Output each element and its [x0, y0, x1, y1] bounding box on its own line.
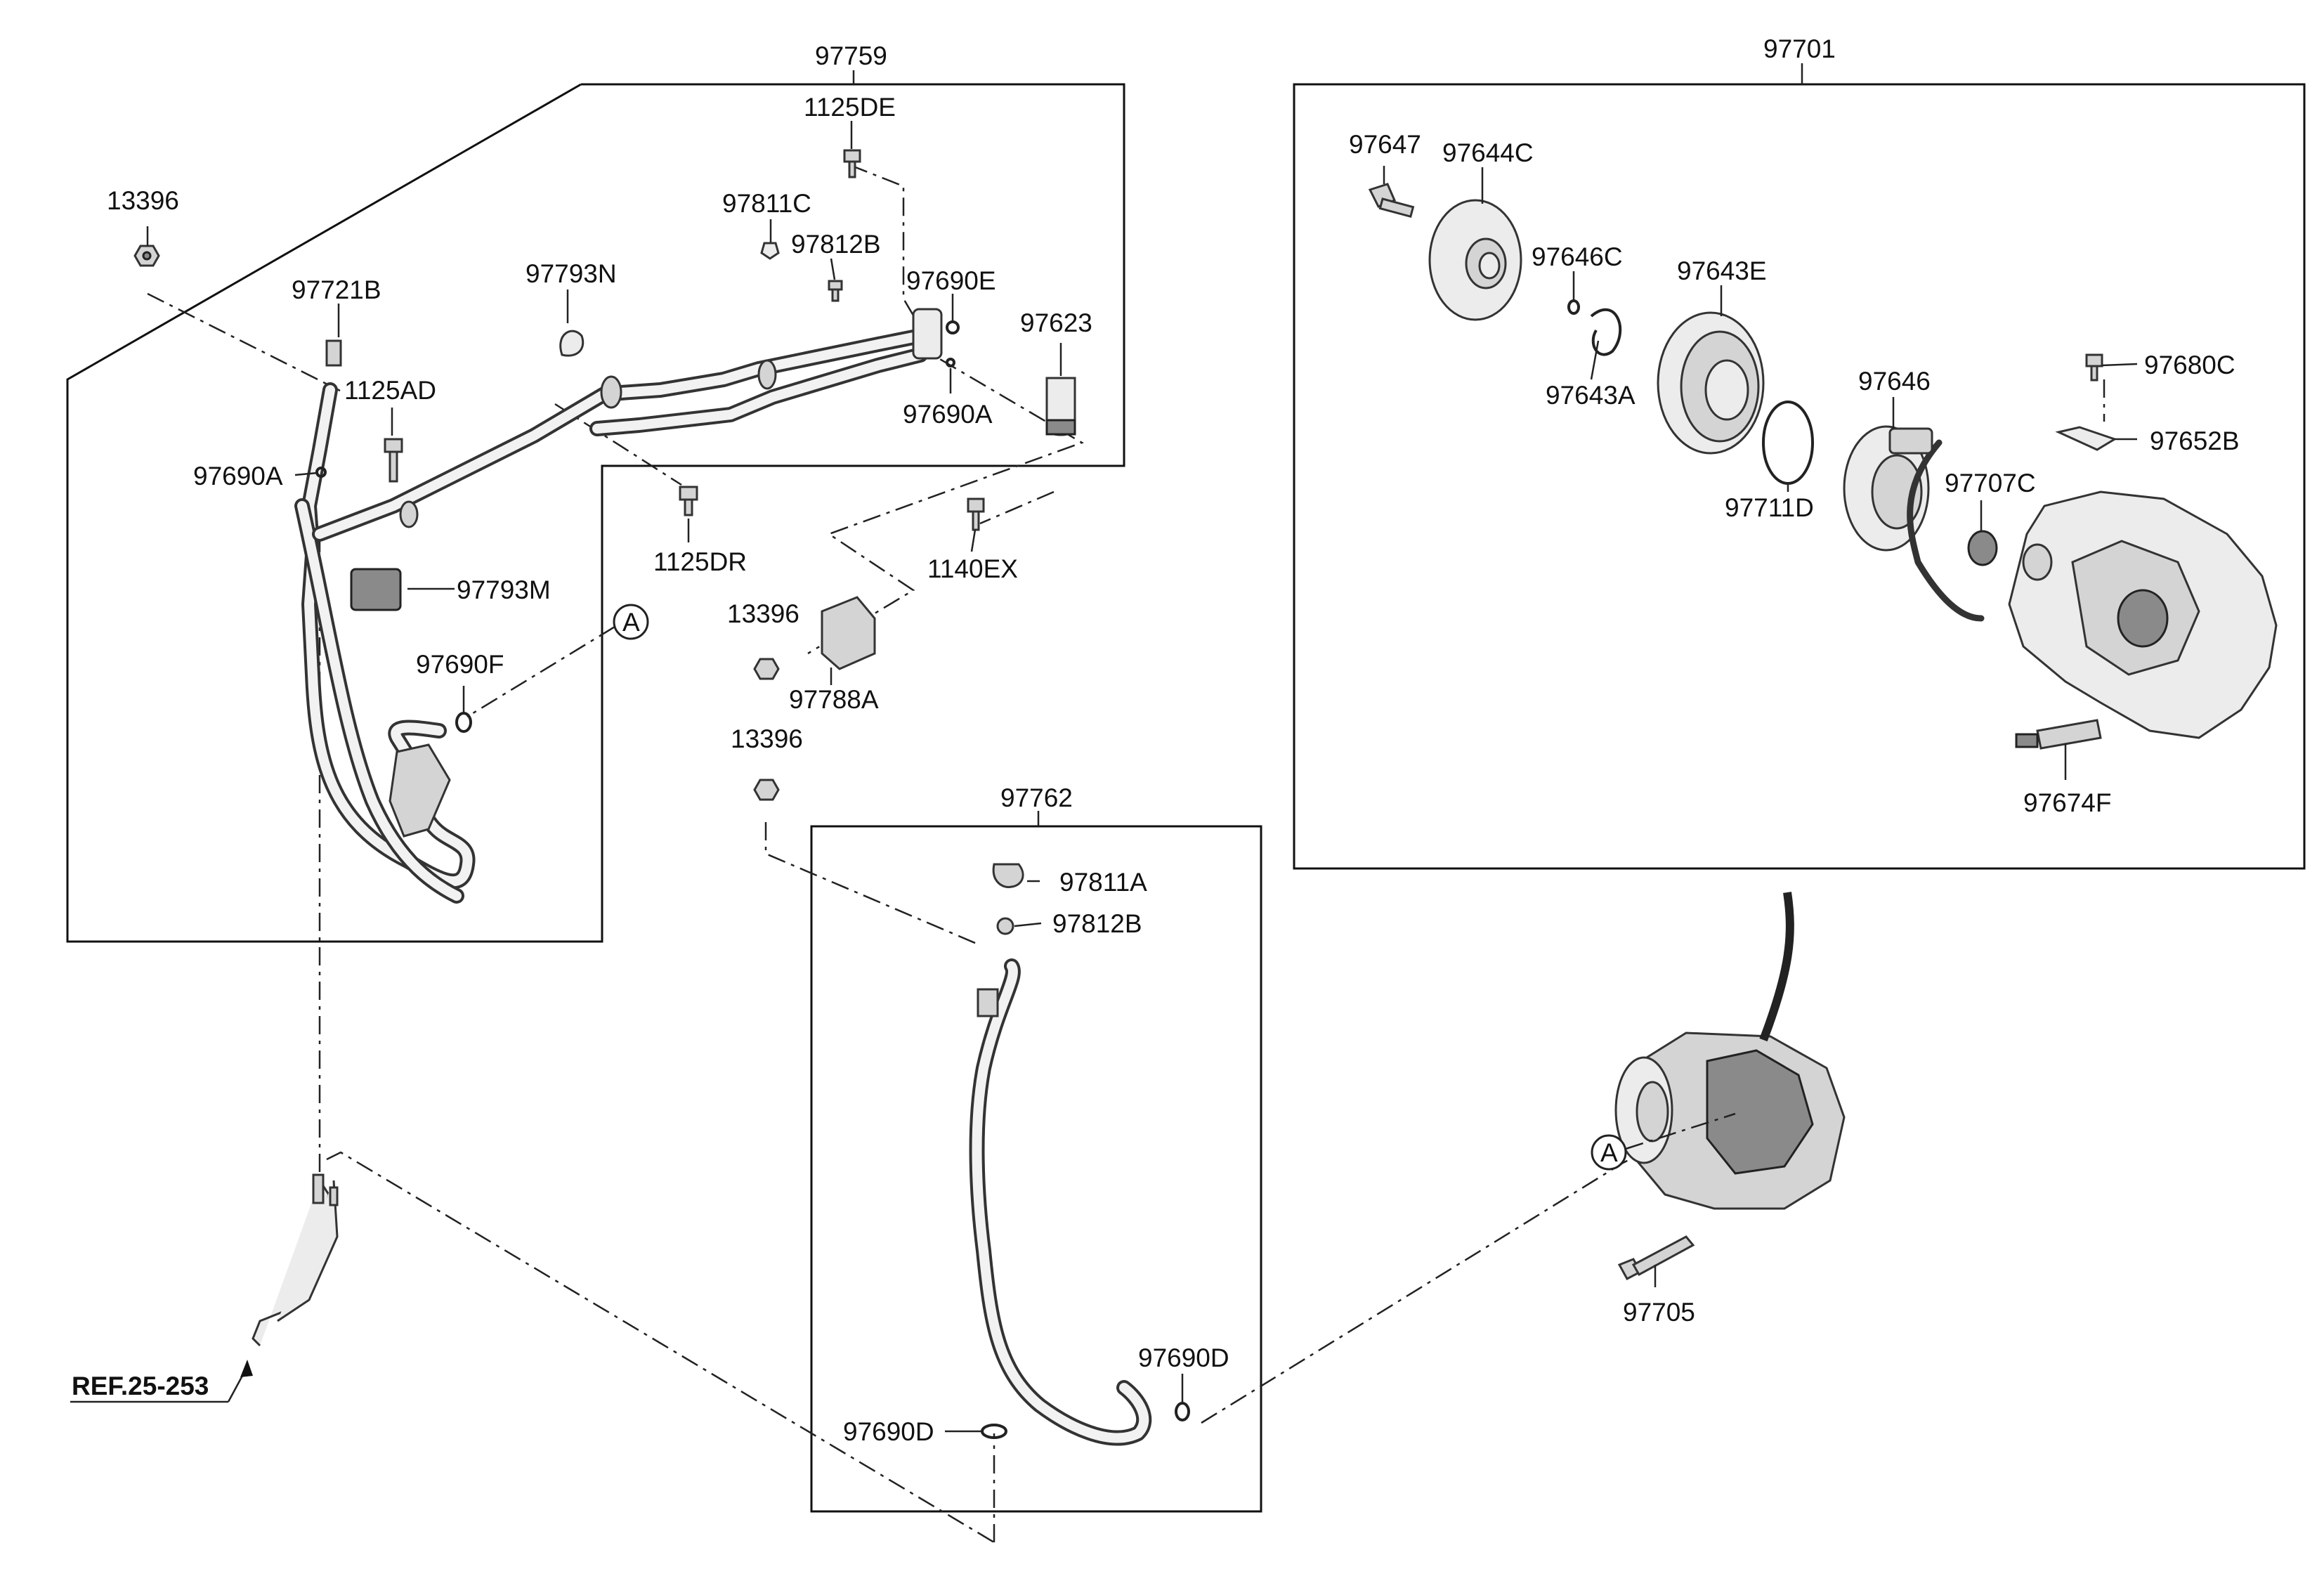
suction-hose-assembly [294, 308, 943, 904]
label-97721B: 97721B [292, 275, 381, 304]
hardware-small [133, 149, 1076, 801]
label-13396-2: 13396 [727, 599, 799, 628]
label-97690F: 97690F [416, 650, 504, 679]
label-97711D: 97711D [1725, 493, 1814, 522]
group-label-97762: 97762 [1000, 783, 1073, 812]
marker-a-lower: A [1591, 1112, 1736, 1171]
label-97623: 97623 [1020, 308, 1092, 337]
label-97812B: 97812B [791, 230, 881, 259]
label-13396: 13396 [107, 186, 179, 215]
label-13396-3: 13396 [731, 724, 803, 753]
label-1140EX: 1140EX [927, 554, 1018, 583]
label-97788A: 97788A [789, 685, 879, 714]
label-1125AD: 1125AD [344, 376, 436, 405]
label-97647: 97647 [1349, 130, 1421, 159]
label-97690D-1: 97690D [1138, 1343, 1229, 1372]
marker-a-upper: A [613, 604, 649, 640]
label-97690A-1: 97690A [903, 400, 993, 429]
ref-callout[interactable]: REF.25-253 [70, 1360, 253, 1403]
compressor-assembly [1368, 183, 2278, 750]
compressor-assembled [1614, 892, 1846, 1210]
label-97707C: 97707C [1945, 469, 2036, 497]
label-97793N: 97793N [525, 259, 617, 288]
group-97762-frame [810, 825, 1262, 1513]
group-97701-frame [1293, 83, 2306, 870]
label-97812B-2: 97812B [1052, 909, 1142, 938]
bolt-97705 [1617, 1235, 1695, 1281]
connection-lines [147, 164, 2106, 1544]
callout-leaders [146, 121, 2138, 1433]
label-97811C: 97811C [722, 189, 811, 218]
label-97644C: 97644C [1442, 138, 1534, 167]
label-1125DE: 1125DE [804, 93, 896, 122]
label-97643A: 97643A [1546, 381, 1636, 410]
label-97646: 97646 [1858, 367, 1931, 396]
label-97811A: 97811A [1059, 868, 1147, 897]
label-97690D-2: 97690D [843, 1417, 934, 1446]
label-97680C: 97680C [2144, 351, 2235, 379]
discharge-hose [969, 863, 1190, 1446]
label-97690A-2: 97690A [193, 462, 283, 490]
group-label-97701: 97701 [1763, 34, 1836, 63]
group-label-97759: 97759 [815, 41, 887, 70]
label-97690E: 97690E [906, 266, 996, 295]
svg-text:A: A [1600, 1138, 1618, 1167]
group-97759-frame [66, 83, 1125, 943]
label-97646C: 97646C [1532, 242, 1623, 271]
svg-text:A: A [622, 608, 640, 637]
bracket-ref [252, 1173, 339, 1347]
label-97674F: 97674F [2023, 788, 2112, 817]
label-97793M: 97793M [457, 575, 551, 604]
label-97705: 97705 [1623, 1298, 1695, 1327]
ref-label: REF.25-253 [72, 1372, 209, 1400]
label-1125DR: 1125DR [653, 547, 747, 576]
label-97643E: 97643E [1677, 256, 1767, 285]
label-97652B: 97652B [2150, 427, 2240, 455]
